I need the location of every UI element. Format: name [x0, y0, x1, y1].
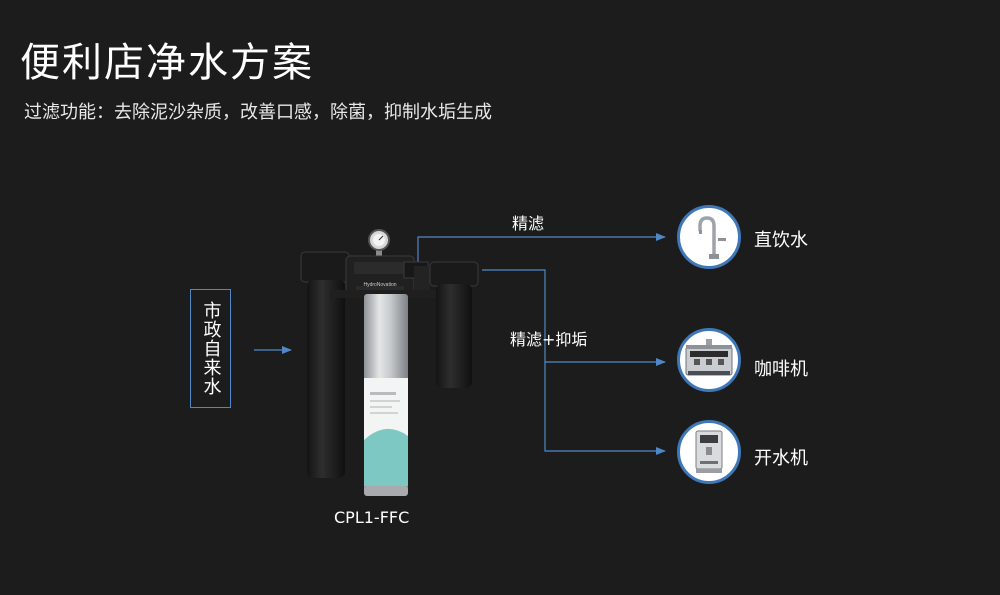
output-label-boiler: 开水机	[754, 448, 808, 469]
output-circle-drinking	[677, 205, 741, 269]
scale-flow-trunk	[482, 269, 666, 455]
fine-scale-label: 精滤+抑垢	[510, 330, 588, 349]
filter-system-illustration	[300, 229, 479, 496]
source-box: 市政自来水	[190, 289, 231, 408]
page-subtitle: 过滤功能：去除泥沙杂质，改善口感，除菌，抑制水垢生成	[24, 102, 492, 123]
fine-flow-line	[417, 233, 666, 262]
output-label-drinking: 直饮水	[754, 230, 808, 251]
fine-filter-label: 精滤	[512, 214, 545, 233]
output-circle-boiler	[677, 420, 741, 484]
water-boiler-icon	[695, 430, 723, 473]
product-model-label: CPL1-FFC	[334, 508, 410, 527]
output-circle-coffee	[677, 328, 741, 392]
output-label-coffee: 咖啡机	[754, 359, 808, 380]
page-title: 便利店净水方案	[20, 40, 314, 86]
product-brand-text: HydroNovation	[363, 282, 396, 288]
source-label: 市政自来水	[200, 301, 222, 396]
coffee-machine-icon	[685, 339, 733, 376]
faucet-icon	[698, 216, 726, 259]
